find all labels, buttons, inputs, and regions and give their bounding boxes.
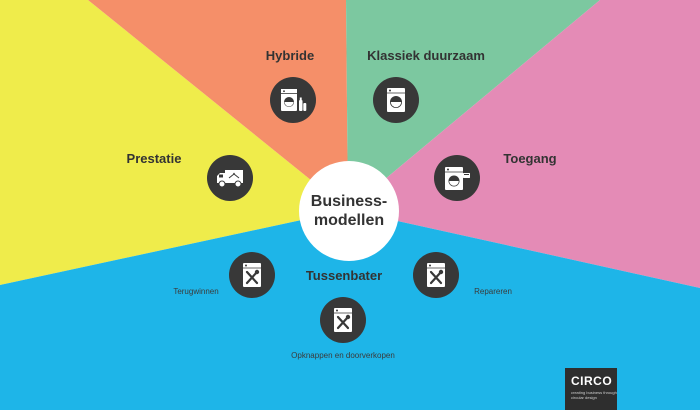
segment-prestatie bbox=[0, 0, 348, 285]
sub-item-label-repareren: Repareren bbox=[474, 287, 512, 296]
washing-machine-with-bottles-icon bbox=[270, 77, 316, 123]
segment-label-klassiek: Klassiek duurzaam bbox=[367, 48, 485, 63]
logo-tagline-1: creating business through bbox=[571, 390, 617, 395]
center-hub: Business- modellen bbox=[299, 161, 399, 261]
washing-machine-with-card-icon bbox=[434, 155, 480, 201]
segment-label-tussenbater: Tussenbater bbox=[305, 268, 383, 283]
wrench-screwdriver-icon bbox=[413, 252, 459, 298]
wrench-screwdriver-icon bbox=[229, 252, 275, 298]
center-title-line1: Business- bbox=[310, 193, 388, 210]
segment-label-toegang: Toegang bbox=[503, 151, 557, 166]
segment-hybride bbox=[88, 0, 348, 210]
delivery-truck-icon bbox=[207, 155, 253, 201]
sub-item-label-opknappen: Opknappen en doorverkopen bbox=[291, 351, 395, 360]
logo-name: CIRCO bbox=[571, 374, 613, 388]
segment-toegang bbox=[348, 0, 700, 288]
sub-item-label-terugwinnen: Terugwinnen bbox=[173, 287, 219, 296]
circo-logo: CIRCO creating business through circular… bbox=[565, 368, 617, 410]
segment-label-hybride: Hybride bbox=[265, 48, 315, 63]
segment-label-prestatie: Prestatie bbox=[126, 151, 182, 166]
logo-tagline-2: circular design bbox=[571, 395, 597, 400]
segment-klassiek bbox=[346, 0, 600, 210]
center-title-line2: modellen bbox=[313, 212, 385, 229]
wrench-screwdriver-icon bbox=[320, 297, 366, 343]
washing-machine-icon bbox=[373, 77, 419, 123]
